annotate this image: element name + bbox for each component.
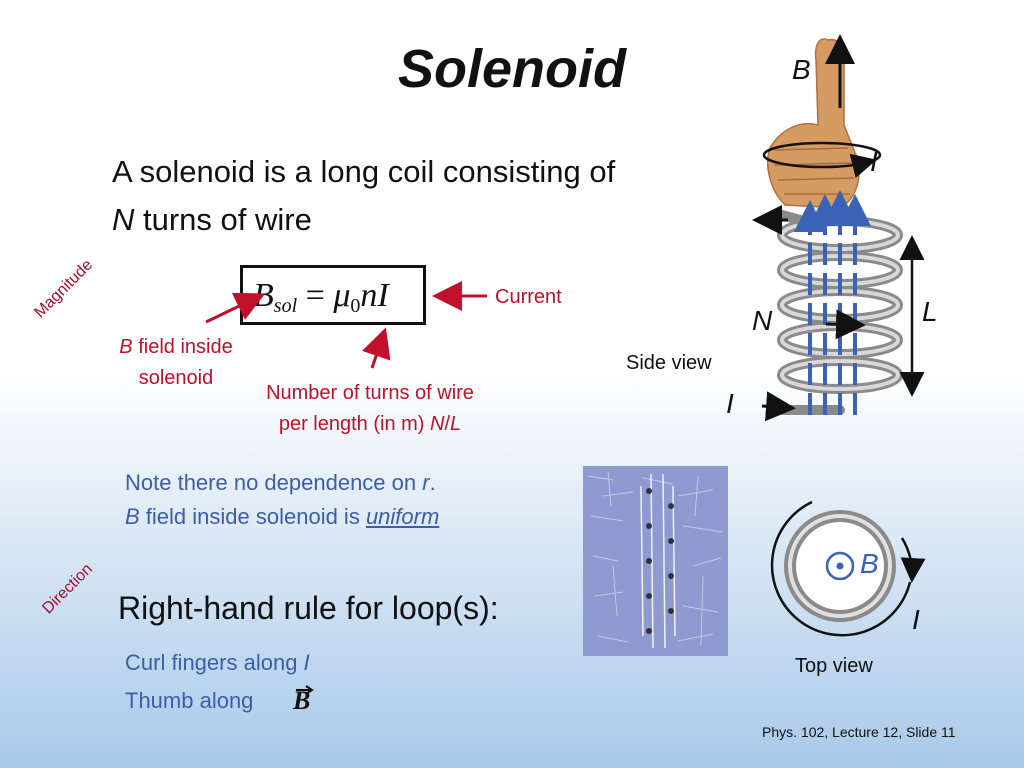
intro-text: A solenoid is a long coil consisting of … xyxy=(112,148,615,244)
note-var-b: B xyxy=(125,504,140,529)
note-var-r: r xyxy=(422,470,430,495)
n-label: N xyxy=(752,305,773,336)
slide-title: Solenoid xyxy=(398,39,626,99)
formula-mu: μ xyxy=(333,277,351,314)
bfield-annotation-line-2: solenoid xyxy=(138,367,214,389)
solenoid-top-view-diagram xyxy=(770,500,926,637)
mid-current-arrow xyxy=(825,309,866,340)
turns-annotation-line-1: Number of turns of wire xyxy=(266,382,474,404)
intro-var-n: N xyxy=(112,202,135,237)
bfield-annotation-rest: field inside xyxy=(132,336,233,358)
turns-annotation-line-2a: per length (in m) xyxy=(278,413,431,435)
side-view-label: Side view xyxy=(626,352,712,374)
turns-annotation: Number of turns of wire per length (in m… xyxy=(240,378,500,440)
current-annotation: Current xyxy=(495,286,562,308)
bfield-annotation-line-1: B field inside xyxy=(106,332,246,363)
formula-box: Bsol = μ0nI xyxy=(240,265,426,325)
curl-text: Curl fingers along xyxy=(125,650,304,675)
solenoid-side-view-diagram xyxy=(752,34,925,422)
intro-line-2-rest: turns of wire xyxy=(134,202,312,237)
bfield-annotation-var: B xyxy=(119,336,133,358)
note-line-2-mid: field inside solenoid is xyxy=(139,504,366,529)
note-line-1a: Note there no dependence on xyxy=(125,470,423,495)
hand-icon xyxy=(766,38,860,209)
i-side-label: I xyxy=(726,388,734,419)
field-lines xyxy=(794,190,871,415)
top-view-label: Top view xyxy=(795,655,873,677)
turns-annotation-slash: / xyxy=(444,413,451,435)
note-uniform: uniform xyxy=(365,504,440,529)
turns-annotation-line-2: per length (in m) N/L xyxy=(240,409,500,440)
bfield-arrow xyxy=(205,292,266,324)
b-top-view-label: B xyxy=(860,548,879,579)
thumb-along-text: Thumb along xyxy=(125,688,254,713)
note-line-1-end: . xyxy=(429,470,436,495)
i-loop-label: I xyxy=(870,146,878,177)
turns-annotation-n: N xyxy=(430,413,445,435)
current-direction-arc xyxy=(770,500,912,637)
curl-var-i: I xyxy=(303,650,310,675)
formula-sub: sol xyxy=(273,295,298,317)
curl-fingers-text: Curl fingers along I xyxy=(125,650,310,676)
iron-filings-image xyxy=(583,466,728,656)
slide-footer: Phys. 102, Lecture 12, Slide 11 xyxy=(762,724,956,740)
formula-ni: nI xyxy=(360,277,389,314)
vector-arrow-icon xyxy=(296,685,314,694)
note-line-2: B field inside solenoid is uniform xyxy=(125,500,439,534)
turns-annotation-l: L xyxy=(450,413,462,435)
turns-arrow xyxy=(362,327,391,369)
rhr-heading: Right-hand rule for loop(s): xyxy=(118,590,499,626)
l-label: L xyxy=(922,296,938,327)
note-line-1: Note there no dependence on r. xyxy=(125,466,439,500)
intro-line-1: A solenoid is a long coil consisting of xyxy=(112,154,616,189)
b-vector-letter: B xyxy=(293,686,311,715)
b-thumb-label: B xyxy=(792,54,811,85)
formula-zero: 0 xyxy=(350,295,361,317)
intro-line-2: N turns of wire xyxy=(112,196,615,244)
bfield-annotation: B field inside solenoid xyxy=(106,332,246,394)
bottom-current-arrow xyxy=(761,391,796,422)
current-loop-arrowhead xyxy=(849,153,877,178)
uniform-note: Note there no dependence on r. B field i… xyxy=(125,466,439,534)
i-top-view-label: I xyxy=(912,604,920,635)
current-loop-ellipse xyxy=(762,141,882,169)
formula-eq: = xyxy=(297,277,334,314)
